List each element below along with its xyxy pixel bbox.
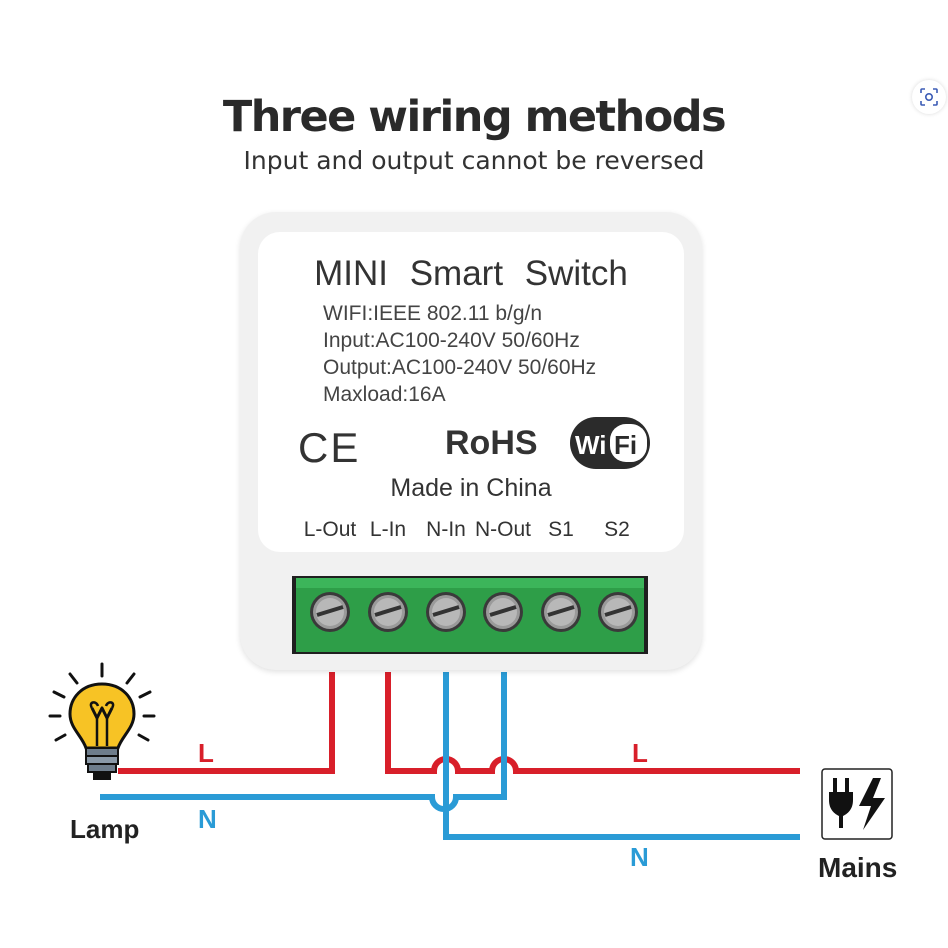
- page-title: Three wiring methods: [222, 92, 727, 142]
- ce-mark: CE: [298, 424, 361, 471]
- page-subtitle: Input and output cannot be reversed: [243, 146, 705, 175]
- light-bulb-icon: [48, 662, 156, 780]
- visual-search-button[interactable]: [912, 80, 946, 114]
- mains-label: Mains: [818, 852, 898, 883]
- device-name: MINI Smart Switch: [314, 254, 628, 293]
- svg-text:Fi: Fi: [614, 430, 637, 460]
- lamp-label: Lamp: [70, 814, 140, 844]
- terminal-screw-l-in: [368, 592, 408, 632]
- spec-wifi: WIFI:IEEE 802.11 b/g/n: [323, 302, 543, 325]
- terminal-label-n-out: N-Out: [474, 518, 532, 541]
- terminal-block: [292, 576, 648, 654]
- mains-neutral-label: N: [630, 842, 649, 872]
- wifi-logo: Wi Fi: [570, 417, 650, 469]
- power-plug-icon: [821, 768, 893, 840]
- spec-input: Input:AC100-240V 50/60Hz: [323, 329, 580, 352]
- svg-text:Wi: Wi: [575, 430, 607, 460]
- spec-output: Output:AC100-240V 50/60Hz: [323, 356, 597, 379]
- terminal-screw-s1: [541, 592, 581, 632]
- mains-live-label: L: [632, 738, 648, 768]
- mains-neutral-wire: [443, 672, 800, 840]
- lamp-live-wire: [118, 672, 335, 774]
- mains-live-wire: [385, 672, 800, 774]
- lamp-live-label: L: [198, 738, 214, 768]
- terminal-label-n-in: N-In: [426, 518, 466, 541]
- visual-search-icon: [920, 88, 938, 106]
- terminal-label-s2: S2: [604, 518, 630, 541]
- rohs-mark: RoHS: [445, 424, 538, 462]
- terminal-screw-s2: [598, 592, 638, 632]
- lamp-neutral-label: N: [198, 804, 217, 834]
- terminal-label-l-out: L-Out: [303, 518, 357, 541]
- device-label-panel: [258, 232, 684, 552]
- spec-maxload: Maxload:16A: [323, 383, 446, 406]
- made-in-label: Made in China: [390, 474, 552, 502]
- terminal-label-l-in: L-In: [369, 518, 407, 541]
- terminal-screw-n-out: [483, 592, 523, 632]
- terminal-label-s1: S1: [548, 518, 574, 541]
- terminal-screw-n-in: [426, 592, 466, 632]
- terminal-screw-l-out: [310, 592, 350, 632]
